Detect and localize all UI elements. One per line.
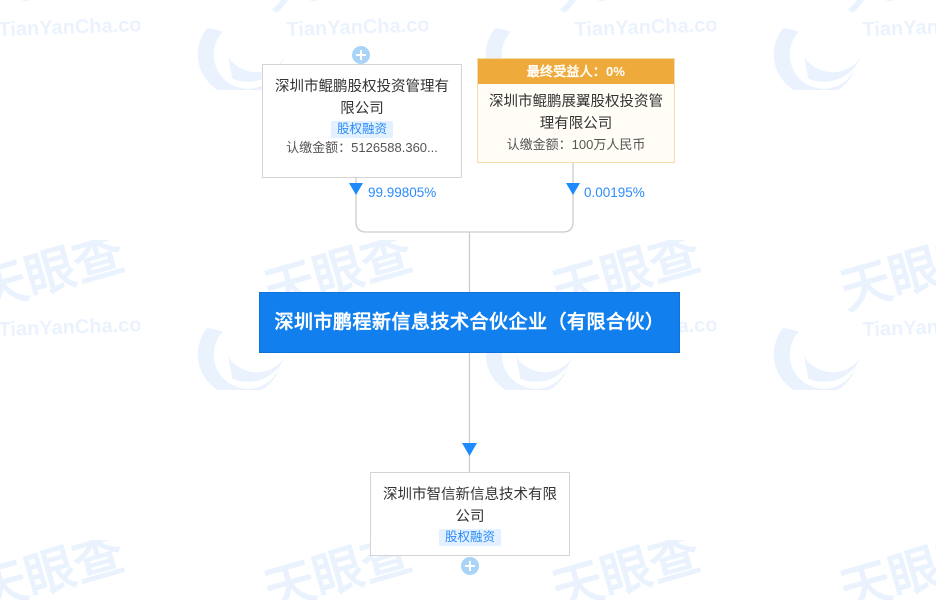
equity-financing-tag[interactable]: 股权融资: [438, 529, 501, 546]
shareholder-node-1[interactable]: 深圳市鲲鹏股权投资管理有限公司 股权融资 认缴金额：5126588.360...: [262, 64, 462, 178]
center-company-node[interactable]: 深圳市鹏程新信息技术合伙企业（有限合伙）: [259, 292, 680, 353]
shareholder-node-1-name: 深圳市鲲鹏股权投资管理有限公司: [275, 79, 449, 117]
plus-icon-expand-subsidiary-1[interactable]: [461, 557, 479, 575]
shareholder-node-2-name: 深圳市鲲鹏展翼股权投资管理有限公司: [489, 94, 663, 132]
shareholder-node-1-amount: 认缴金额：5126588.360...: [286, 140, 438, 155]
shareholder-node-1-tag-wrap: 股权融资: [263, 120, 461, 138]
center-company-name: 深圳市鹏程新信息技术合伙企业（有限合伙）: [274, 311, 665, 333]
shareholder-node-2[interactable]: 最终受益人：0% 深圳市鲲鹏展翼股权投资管理有限公司 认缴金额：100万人民币: [477, 58, 675, 163]
subsidiary-node-1-tag-wrap: 股权融资: [371, 528, 569, 546]
final-beneficiary-badge: 最终受益人：0%: [478, 59, 674, 84]
subsidiary-node-1-name: 深圳市智信新信息技术有限公司: [383, 487, 557, 525]
plus-icon-expand-shareholder-1[interactable]: [352, 46, 370, 64]
subsidiary-node-1[interactable]: 深圳市智信新信息技术有限公司 股权融资: [370, 472, 570, 556]
ownership-percent-label-1: 99.99805%: [368, 185, 437, 200]
equity-financing-tag[interactable]: 股权融资: [330, 121, 393, 138]
shareholder-node-2-amount: 认缴金额：100万人民币: [506, 137, 646, 152]
ownership-percent-label-2: 0.00195%: [584, 185, 645, 200]
